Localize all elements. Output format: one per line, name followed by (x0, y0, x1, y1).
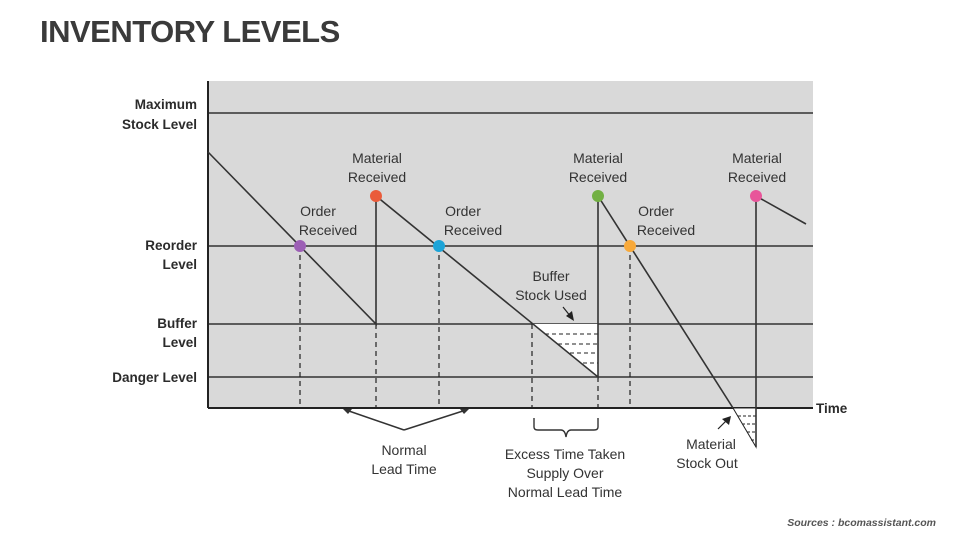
order-received-3-marker (624, 240, 636, 252)
normal-lead-time-label-2: Lead Time (371, 461, 437, 477)
excess-time-brace (533, 418, 599, 438)
normal-lead-time-label-1: Normal (381, 442, 426, 458)
stock-out-area (732, 407, 757, 449)
excess-time-label-2: Supply Over (526, 465, 603, 481)
reorder-level-label-2: Level (162, 257, 197, 272)
excess-time-label-1: Excess Time Taken (505, 446, 625, 462)
stock-out-arrowhead (722, 416, 731, 425)
order-received-1-marker (294, 240, 306, 252)
buffer-level-label-1: Buffer (157, 316, 197, 331)
material-received-3-marker (750, 190, 762, 202)
order-received-3-label-2: Received (637, 222, 695, 238)
buffer-stock-arrowhead (566, 311, 574, 321)
material-received-2-label-1: Material (573, 150, 623, 166)
maximum-level-label-2: Stock Level (122, 117, 197, 132)
buffer-stock-used-label-1: Buffer (532, 268, 569, 284)
material-received-3-label-2: Received (728, 169, 786, 185)
plot-area (208, 81, 813, 408)
time-axis-label: Time (816, 401, 848, 416)
stock-out-label-1: Material (686, 436, 736, 452)
order-received-2-label-2: Received (444, 222, 502, 238)
maximum-level-label-1: Maximum (135, 97, 197, 112)
inventory-level-line (207, 151, 734, 409)
page-title: INVENTORY LEVELS (40, 14, 340, 49)
order-received-1-label-2: Received (299, 222, 357, 238)
danger-level-label: Danger Level (112, 370, 197, 385)
stock-out-hatch (738, 415, 756, 441)
material-received-2-marker (592, 190, 604, 202)
buffer-level-label-2: Level (162, 335, 197, 350)
normal-lead-time-bracket (345, 409, 467, 431)
material-received-2-label-2: Received (569, 169, 627, 185)
excess-time-label-3: Normal Lead Time (508, 484, 623, 500)
stock-out-label-2: Stock Out (676, 455, 738, 471)
buffer-used-hatch (545, 333, 598, 364)
material-received-1-marker (370, 190, 382, 202)
material-received-1-label-2: Received (348, 169, 406, 185)
order-received-3-label-1: Order (638, 203, 674, 219)
normal-lead-arrowhead-right (460, 409, 469, 414)
order-received-1-label-1: Order (300, 203, 336, 219)
source-credit: Sources : bcomassistant.com (787, 517, 936, 529)
normal-lead-arrowhead-left (343, 409, 352, 414)
reorder-level-label-1: Reorder (145, 238, 198, 253)
order-received-2-marker (433, 240, 445, 252)
order-received-2-label-1: Order (445, 203, 481, 219)
material-received-1-label-1: Material (352, 150, 402, 166)
buffer-stock-used-label-2: Stock Used (515, 287, 587, 303)
material-received-3-label-1: Material (732, 150, 782, 166)
inventory-tail-line (755, 195, 807, 225)
